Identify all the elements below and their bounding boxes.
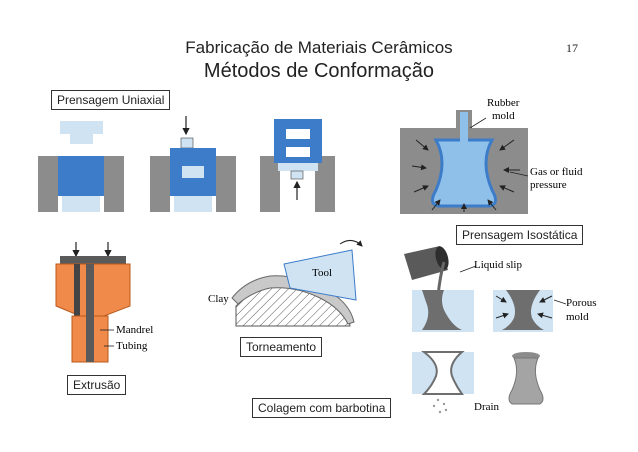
uniaxial-stage-1 [38, 121, 124, 212]
slip-cast-vase [508, 352, 544, 405]
label-rubber-line1: Rubber [487, 97, 520, 109]
slide-subtitle: Métodos de Conformação [203, 60, 435, 82]
slip-casting-pour [404, 246, 477, 332]
label-porous-line2: mold [566, 311, 589, 323]
caption-torneamento: Torneamento [240, 337, 323, 357]
caption-extrusao: Extrusão [67, 375, 127, 395]
slip-casting-drain [412, 351, 474, 414]
label-mandrel: Mandrel [116, 324, 153, 336]
label-drain: Drain [474, 401, 500, 413]
caption-prensagem-isostatica: Prensagem Isostática [456, 225, 584, 245]
slide-title: Fabricação de Materiais Cerâmicos [185, 38, 453, 57]
label-porous-line1: Porous [566, 297, 597, 309]
label-tool: Tool [312, 267, 332, 279]
extrusion-die [55, 242, 131, 363]
label-rubber-line2: mold [492, 110, 515, 122]
uniaxial-stage-3 [260, 119, 335, 212]
label-gas-line1: Gas or fluid [530, 166, 583, 178]
label-clay: Clay [208, 293, 229, 305]
page-number: 17 [566, 41, 578, 55]
isostatic-press [400, 110, 529, 214]
caption-prensagem-uniaxial: Prensagem Uniaxial [51, 90, 171, 110]
caption-colagem-barbotina: Colagem com barbotina [252, 398, 392, 418]
slip-casting-mold [493, 290, 567, 332]
turning-illustration [231, 240, 363, 327]
label-liquid-slip: Liquid slip [474, 259, 522, 271]
label-gas-line2: pressure [530, 179, 567, 191]
uniaxial-stage-2 [150, 116, 236, 212]
label-tubing: Tubing [116, 340, 148, 352]
